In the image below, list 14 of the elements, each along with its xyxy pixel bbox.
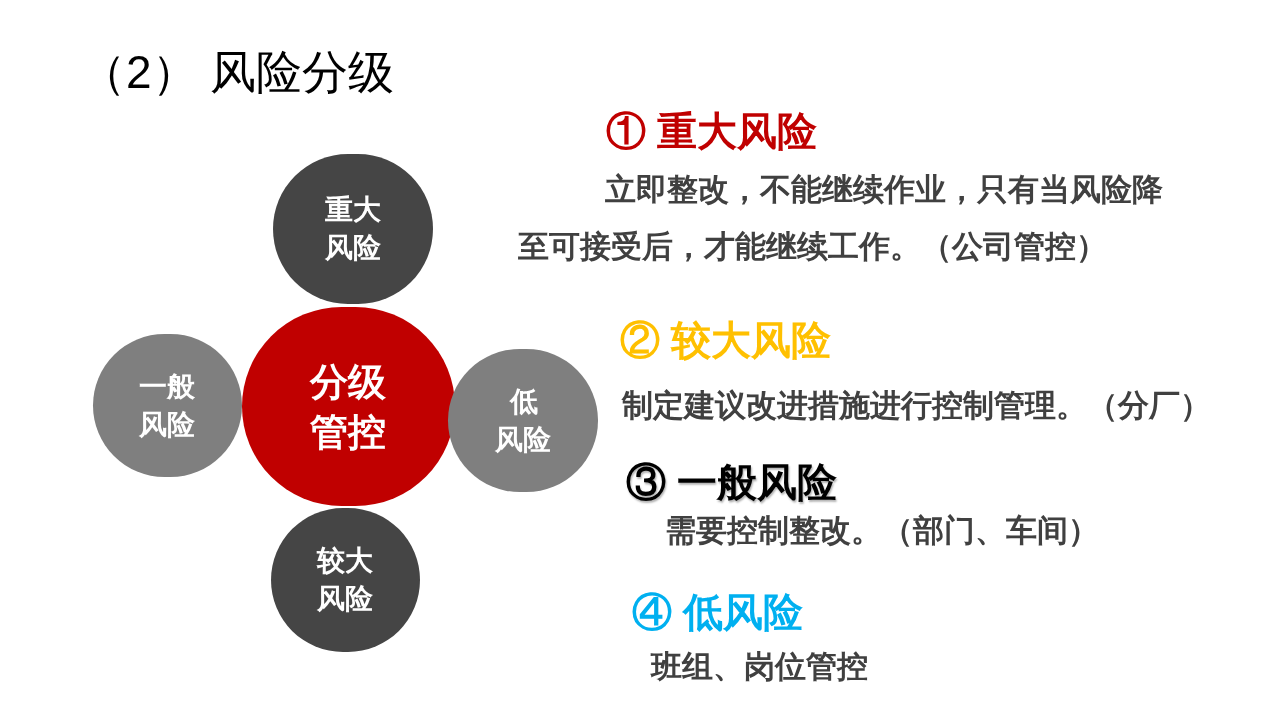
level-description: 制定建议改进措施进行控制管理。（分厂） [622, 387, 1211, 425]
circle-label: 一般风险 [138, 369, 197, 442]
level-description: 班组、岗位管控 [651, 648, 868, 686]
level-heading: ③ 一般风险 [626, 459, 838, 506]
circle-label: 重大风险 [324, 193, 382, 265]
level-heading: ① 重大风险 [606, 108, 818, 155]
level-heading: ② 较大风险 [620, 317, 832, 364]
level-description: 立即整改，不能继续作业，只有当风险降至可接受后，才能继续工作。（公司管控） [518, 171, 1164, 266]
circle-label: 分级管控 [309, 359, 388, 455]
circle-label: 低风险 [494, 384, 552, 457]
circle-label: 较大风险 [316, 544, 375, 616]
slide-title: （2） 风险分级 [80, 45, 395, 100]
level-heading: ④ 低风险 [632, 589, 804, 636]
level-description: 需要控制整改。（部门、车间） [665, 512, 1099, 550]
